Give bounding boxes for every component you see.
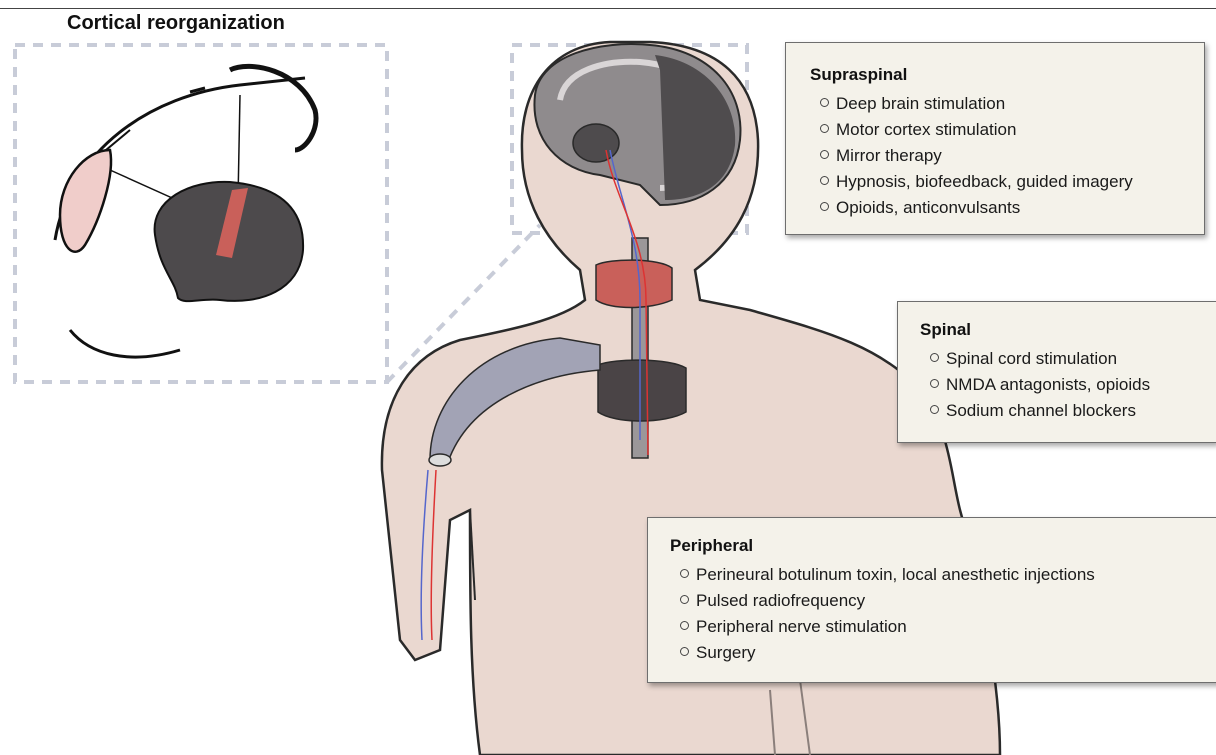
list-item-text: Perineural botulinum toxin, local anesth… [696, 565, 1095, 584]
list-item-text: NMDA antagonists, opioids [946, 375, 1150, 394]
bullet-icon [680, 621, 689, 630]
spinal-box: Spinal Spinal cord stimulation NMDA anta… [897, 301, 1216, 443]
list-item: NMDA antagonists, opioids [920, 372, 1216, 398]
bullet-icon [820, 176, 829, 185]
bullet-icon [680, 647, 689, 656]
thoracic-segment [598, 360, 686, 421]
bullet-icon [820, 98, 829, 107]
peripheral-box: Peripheral Perineural botulinum toxin, l… [647, 517, 1216, 683]
bullet-icon [820, 202, 829, 211]
supraspinal-heading: Supraspinal [810, 65, 1204, 85]
list-item: Hypnosis, biofeedback, guided imagery [810, 169, 1204, 195]
list-item: Deep brain stimulation [810, 91, 1204, 117]
cervical-segment [596, 260, 672, 307]
list-item-text: Sodium channel blockers [946, 401, 1136, 420]
spinal-heading: Spinal [920, 320, 1216, 340]
list-item-text: Spinal cord stimulation [946, 349, 1117, 368]
bullet-icon [930, 379, 939, 388]
list-item-text: Mirror therapy [836, 146, 942, 165]
peripheral-heading: Peripheral [670, 536, 1216, 556]
list-item: Surgery [670, 640, 1216, 666]
list-item: Peripheral nerve stimulation [670, 614, 1216, 640]
supraspinal-box: Supraspinal Deep brain stimulation Motor… [785, 42, 1205, 235]
spinal-list: Spinal cord stimulation NMDA antagonists… [920, 346, 1216, 424]
bullet-icon [820, 124, 829, 133]
list-item-text: Motor cortex stimulation [836, 120, 1016, 139]
list-item-text: Opioids, anticonvulsants [836, 198, 1020, 217]
list-item-text: Peripheral nerve stimulation [696, 617, 907, 636]
bullet-icon [680, 595, 689, 604]
list-item: Motor cortex stimulation [810, 117, 1204, 143]
list-item: Sodium channel blockers [920, 398, 1216, 424]
list-item: Perineural botulinum toxin, local anesth… [670, 562, 1216, 588]
bullet-icon [930, 353, 939, 362]
peripheral-list: Perineural botulinum toxin, local anesth… [670, 562, 1216, 666]
list-item-text: Pulsed radiofrequency [696, 591, 865, 610]
supraspinal-list: Deep brain stimulation Motor cortex stim… [810, 91, 1204, 221]
list-item: Pulsed radiofrequency [670, 588, 1216, 614]
list-item-text: Deep brain stimulation [836, 94, 1005, 113]
list-item: Mirror therapy [810, 143, 1204, 169]
homunculus-inset [55, 66, 316, 357]
bullet-icon [680, 569, 689, 578]
bullet-icon [930, 405, 939, 414]
list-item: Opioids, anticonvulsants [810, 195, 1204, 221]
bullet-icon [820, 150, 829, 159]
list-item-text: Surgery [696, 643, 756, 662]
list-item-text: Hypnosis, biofeedback, guided imagery [836, 172, 1133, 191]
list-item: Spinal cord stimulation [920, 346, 1216, 372]
